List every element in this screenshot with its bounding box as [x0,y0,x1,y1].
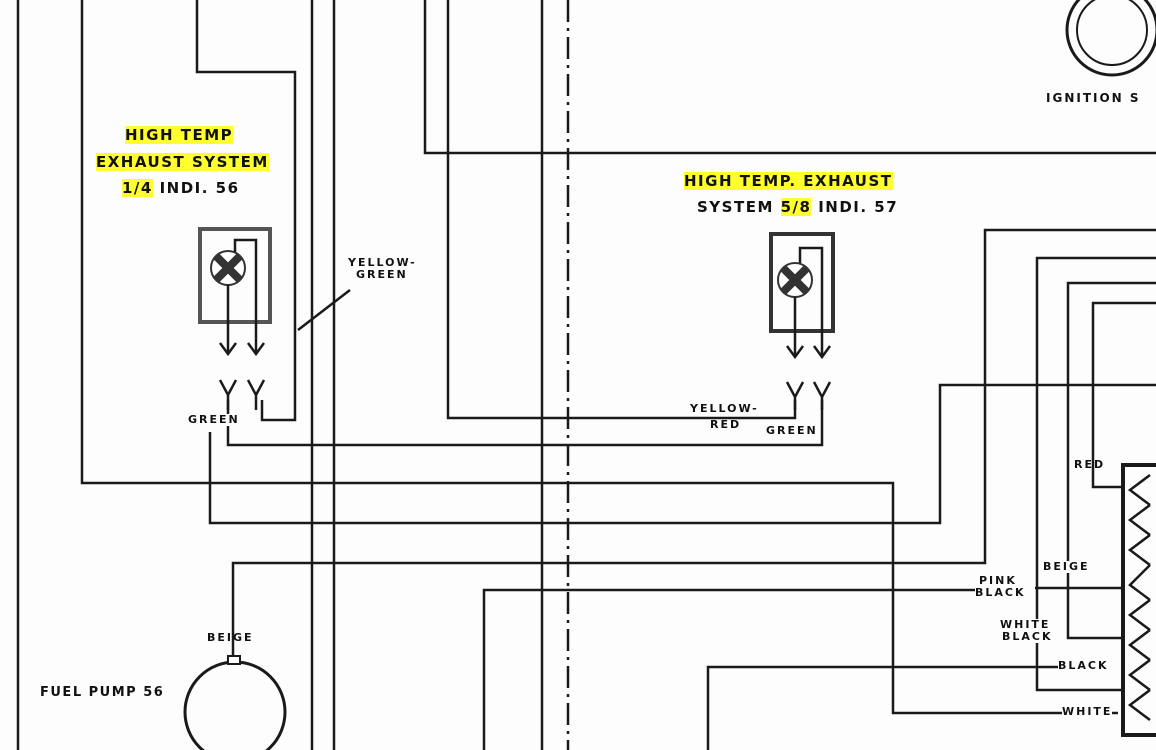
indicator-id: INDI. 57 [818,198,899,216]
wire-label-green-2: GREEN [766,424,818,438]
indicator-57-title-line2: SYSTEM 5/8 INDI. 57 [697,198,899,216]
indicator-id: INDI. 56 [159,179,240,197]
connector-pins [1127,474,1151,721]
indicator-56-title-line2: EXHAUST SYSTEM [96,153,269,171]
wire-red [1091,301,1156,489]
text: PINK [979,574,1017,587]
text: YELLOW- [690,402,759,416]
text: GREEN [356,268,408,282]
ignition-switch-label: IGNITION S [1046,91,1141,105]
indicator-lamp-57-icon [769,232,835,410]
highlighted-text: HIGH TEMP [125,126,234,144]
wire-label-yellow-red: YELLOW- RED [690,402,759,432]
highlighted-text: 1/4 [122,179,153,197]
text: SYSTEM [697,198,774,216]
fuel-pump-wire-label: BEIGE [207,631,254,644]
wire-label-green-1: GREEN [188,413,240,427]
text: RED [710,418,742,432]
indicator-56-title-line1: HIGH TEMP [125,126,234,144]
wire-label-white: WHITE [1062,705,1113,719]
highlighted-text: 5/8 [780,198,812,216]
fuel-pump-icon [183,655,287,750]
wire-black [706,665,1060,750]
wire-yellow-green [195,0,297,422]
indicator-lamp-56-icon [198,227,272,410]
wire-leader [297,289,351,331]
wire [1035,256,1156,692]
connector-block [1121,463,1156,737]
indicator-57-title-line1: HIGH TEMP. EXHAUST [684,172,893,190]
wire-label-yellow-green: YELLOW-GREEN [348,256,417,282]
wire-pink-black [482,588,975,750]
fuel-pump-label: FUEL PUMP 56 [40,685,165,700]
wire-label-black: BLACK [1058,659,1109,673]
wire [423,0,1156,155]
highlighted-text: EXHAUST SYSTEM [96,153,269,171]
wire-beige-fuel [231,228,1156,660]
text: BLACK [1002,630,1053,644]
wire-white [80,0,1118,715]
text: WHITE [1000,618,1051,631]
text: BLACK [975,586,1026,600]
wire-label-beige: BEIGE [1043,560,1090,574]
wire-beige [1066,281,1156,640]
ignition-switch-icon [1065,0,1156,77]
indicator-56-title-line3: 1/4 INDI. 56 [122,179,240,197]
text: YELLOW- [348,256,417,269]
highlighted-text: HIGH TEMP. EXHAUST [684,172,893,190]
wire-label-red: RED [1074,458,1106,471]
wire-green-2 [208,383,1156,525]
